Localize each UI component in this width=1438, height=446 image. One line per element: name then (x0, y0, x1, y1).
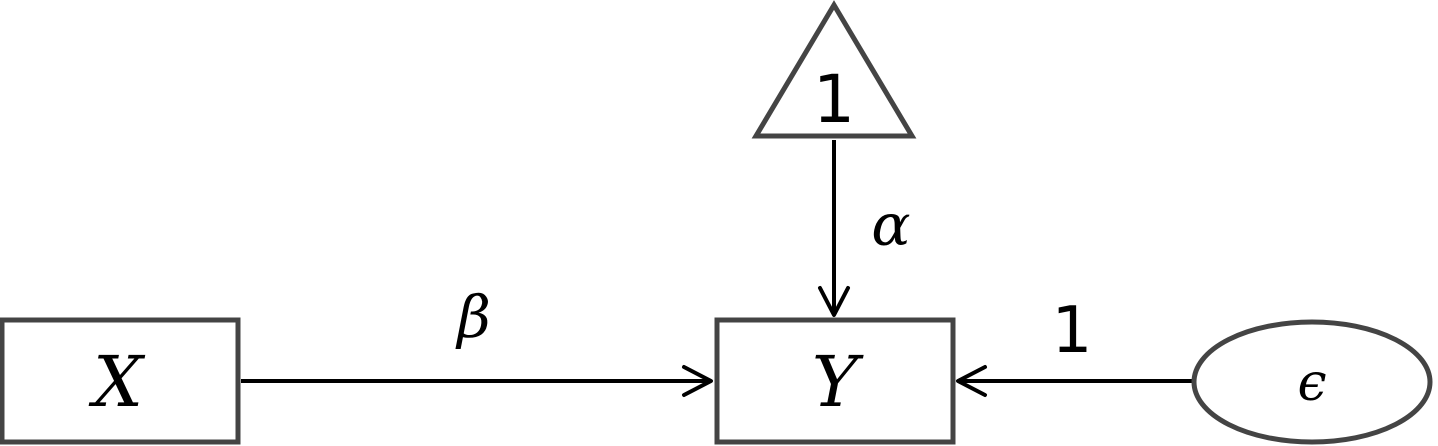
node-y-box (714, 317, 956, 445)
node-y: Y (714, 317, 956, 445)
edge-error-to-y-arrowhead (956, 365, 987, 397)
node-x-box (0, 317, 241, 445)
edge-error-to-y-label: 1 (1052, 294, 1093, 368)
node-constant: 1 (751, 0, 917, 139)
node-y-label: Y (812, 341, 864, 423)
node-error-ellipse (1191, 319, 1433, 445)
node-constant-label: 1 (813, 61, 855, 138)
edge-constant-to-y: α (818, 140, 911, 317)
node-error-label: ϵ (1297, 353, 1326, 413)
node-x-label: X (88, 341, 146, 423)
node-constant-triangle (751, 0, 917, 139)
edge-constant-to-y-arrowhead (818, 286, 850, 317)
edge-x-to-y-arrowhead (682, 365, 713, 397)
edge-x-to-y: β (241, 283, 713, 397)
edge-error-to-y: 1 (956, 294, 1192, 397)
edge-constant-to-y-label: α (871, 191, 910, 259)
edge-x-to-y-label: β (455, 283, 491, 351)
node-error: ϵ (1191, 319, 1433, 445)
node-x: X (0, 317, 241, 445)
